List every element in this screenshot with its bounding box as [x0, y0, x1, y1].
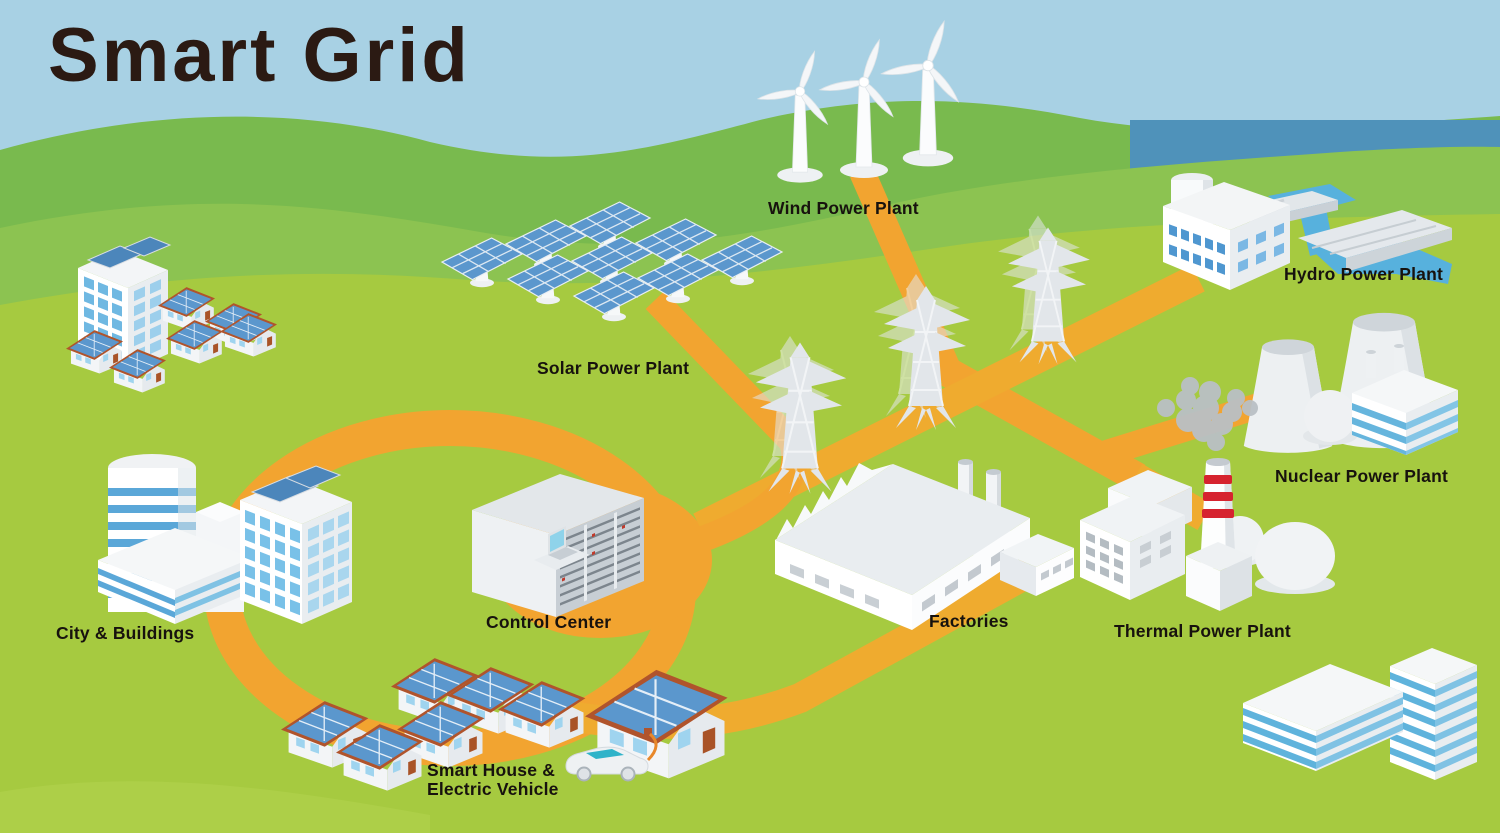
wind-power-plant-label: Wind Power Plant — [768, 198, 919, 218]
smart-house-ev-label-line2: Electric Vehicle — [427, 778, 559, 799]
nuclear-power-plant-illustration — [1243, 312, 1458, 455]
control-center-label: Control Center — [486, 612, 612, 632]
smart-house-ev-label: Smart House & Electric Vehicle — [427, 761, 559, 799]
city-buildings-illustration — [98, 454, 352, 624]
solar-power-plant-label: Solar Power Plant — [537, 358, 690, 378]
residential-area-illustration — [65, 236, 278, 393]
smart-house-ev-illustration — [280, 657, 729, 792]
control-center-illustration — [472, 474, 644, 617]
charging-cable — [646, 732, 658, 762]
page-title: Smart Grid — [48, 13, 471, 98]
factories-label: Factories — [929, 611, 1009, 631]
factories-illustration — [775, 459, 1074, 630]
thermal-power-plant-label: Thermal Power Plant — [1114, 621, 1291, 641]
nuclear-power-plant-label: Nuclear Power Plant — [1275, 466, 1449, 486]
city-buildings-label: City & Buildings — [56, 623, 195, 643]
hydro-power-plant-label: Hydro Power Plant — [1284, 264, 1443, 284]
hydro-power-plant-illustration — [1163, 173, 1452, 290]
smoke-cloud — [1157, 377, 1258, 451]
office-buildings-illustration — [1243, 648, 1477, 780]
smart-house-ev-label-line1: Smart House & — [427, 760, 556, 780]
thermal-power-plant-illustration — [1080, 377, 1335, 611]
